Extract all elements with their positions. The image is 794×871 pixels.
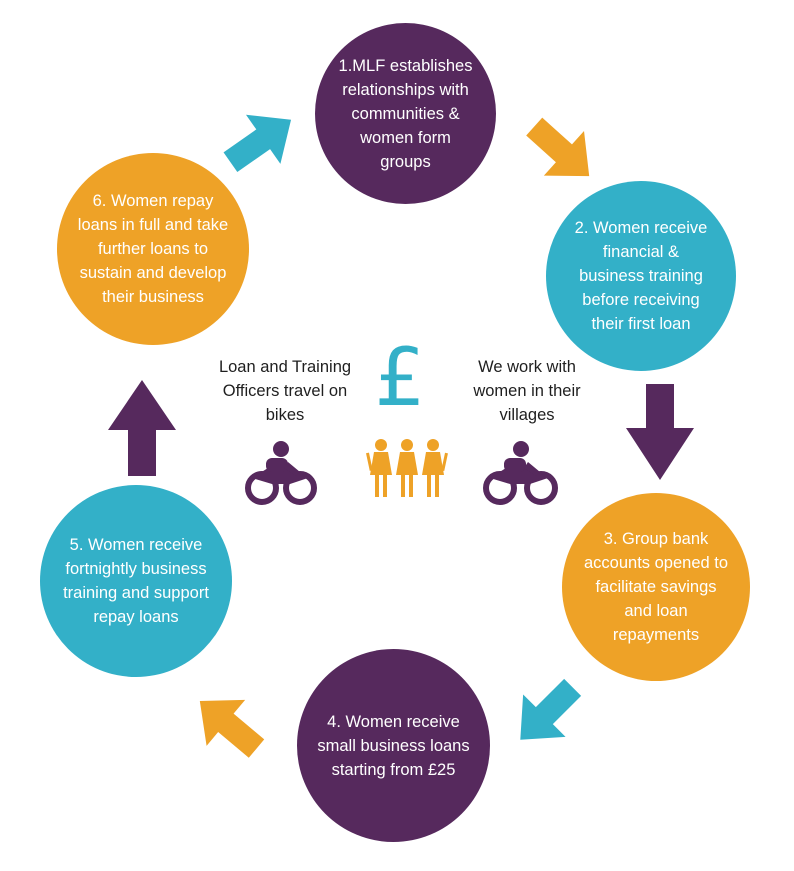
step-3-circle: 3. Group bank accounts opened to facilit… <box>562 493 750 681</box>
step-5-circle: 5. Women receive fortnightly business tr… <box>40 485 232 677</box>
step-2-text: 2. Women receive financial & business tr… <box>574 219 708 333</box>
pound-icon: £ <box>374 331 426 424</box>
step-1-circle: 1.MLF establishes relationships with com… <box>315 23 496 204</box>
arrow-step1-to-step2 <box>526 117 590 177</box>
motorbike-icon <box>245 441 317 505</box>
motorbike-icon <box>483 441 558 505</box>
step-4-circle: 4. Women receive small business loans st… <box>297 649 490 842</box>
step-2-circle: 2. Women receive financial & business tr… <box>546 181 736 371</box>
villages-text: We work with women in their villages <box>473 358 581 424</box>
arrow-step6-to-step1 <box>223 114 292 173</box>
step-1-text: 1.MLF establishes relationships with com… <box>338 56 473 171</box>
arrow-step2-to-step3 <box>626 384 694 480</box>
officers-travel-text: Loan and Training Officers travel on bik… <box>218 358 352 424</box>
step-6-circle: 6. Women repay loans in full and take fu… <box>57 153 249 345</box>
step-6-text: 6. Women repay loans in full and take fu… <box>77 192 229 306</box>
women-group-icon <box>366 439 448 497</box>
arrow-step5-to-step6 <box>108 380 176 476</box>
step-3-text: 3. Group bank accounts opened to facilit… <box>583 530 729 644</box>
step-5-text: 5. Women receive fortnightly business tr… <box>63 536 209 626</box>
arrow-step3-to-step4 <box>520 678 582 740</box>
step-4-text: 4. Women receive small business loans st… <box>317 712 470 779</box>
arrow-step4-to-step5 <box>199 699 265 758</box>
